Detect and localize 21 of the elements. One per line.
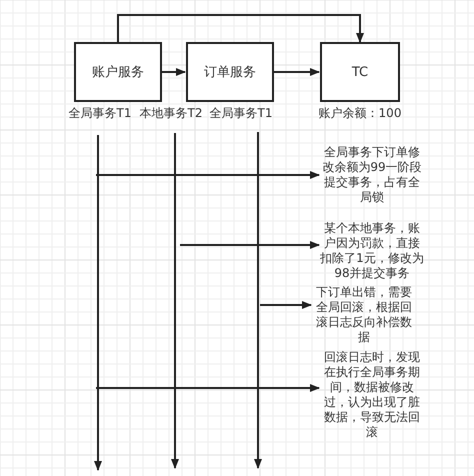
transaction-label: 本地事务T2 — [137, 106, 205, 121]
transaction-label: 全局事务T1 — [207, 106, 275, 121]
service-box: 账户服务 — [74, 42, 162, 102]
arrow — [260, 301, 312, 309]
timeline-arrow — [254, 132, 262, 469]
note-text: 某个本地事务，账户因为罚款，直接扣除了1元，修改为98并提交事务 — [320, 221, 424, 281]
note-text: 下订单出错，需要全局回滚，根据回滚日志反向补偿数据 — [312, 285, 416, 345]
arrow — [274, 68, 320, 76]
arrow — [96, 171, 320, 179]
arrow — [162, 68, 186, 76]
arrow — [180, 241, 320, 249]
service-box: 订单服务 — [186, 42, 274, 102]
tc-box: TC — [320, 42, 400, 102]
balance-label: 账户余额：100 — [318, 106, 402, 121]
arrow — [117, 14, 364, 43]
transaction-label: 全局事务T1 — [66, 106, 134, 121]
timeline-arrow — [171, 133, 179, 469]
timeline-arrow — [94, 135, 102, 471]
note-text: 全局事务下订单修改余额为99一阶段提交事务，占有全局锁 — [320, 145, 424, 205]
note-text: 回滚日志时，发现在执行全局事务期间，数据被修改过，认为出现了脏数据，导致无法回滚 — [320, 350, 424, 440]
arrow — [96, 384, 320, 392]
